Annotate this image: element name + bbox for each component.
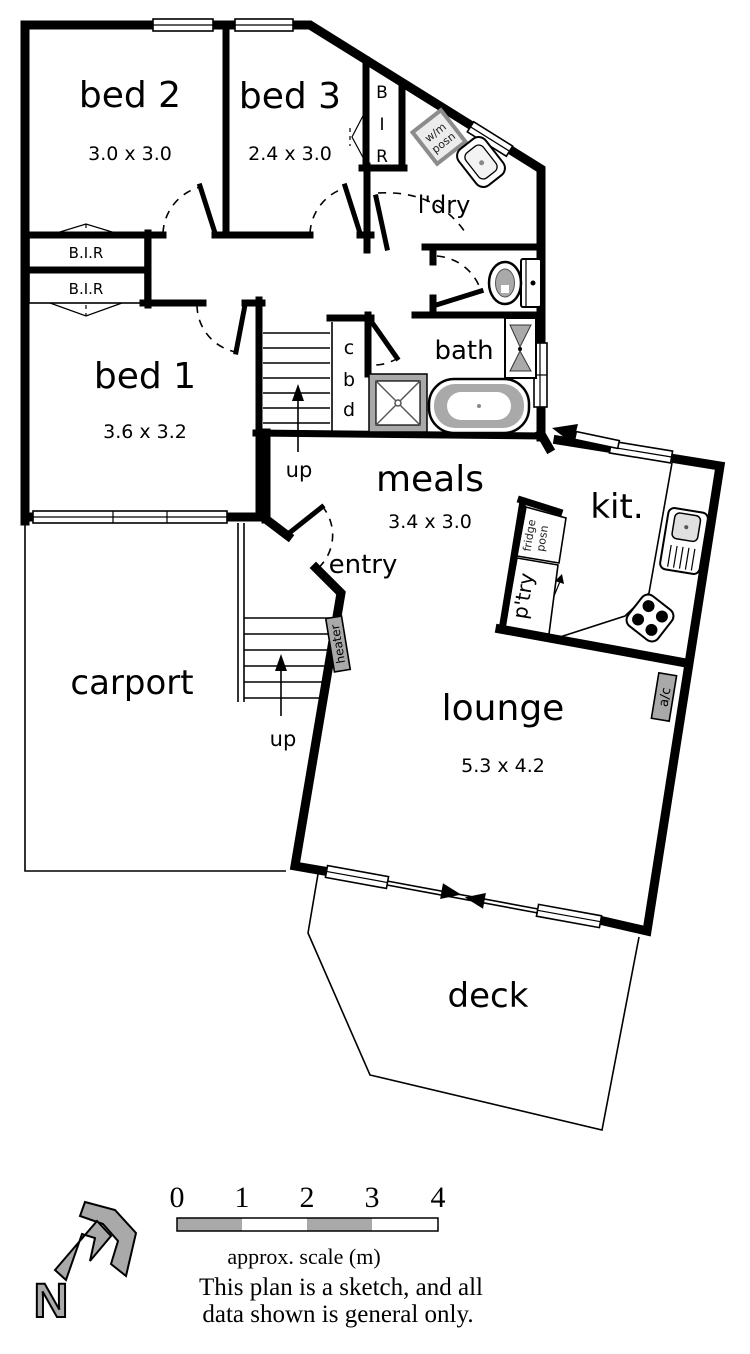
heater: heater (324, 615, 352, 673)
stairs-external (237, 523, 334, 716)
meals-dims: 3.4 x 3.0 (388, 511, 472, 533)
cbd-letter-c: c (344, 337, 354, 359)
bed2-label: bed 2 (79, 75, 181, 116)
bir1-label: B.I.R (69, 244, 104, 262)
disclaimer-line2: data shown is general only. (202, 1301, 473, 1328)
fridge-position: fridge posn (516, 505, 567, 564)
scale-tick-0: 0 (170, 1181, 185, 1214)
scale-tick-2: 2 (300, 1181, 315, 1214)
deck-outline (307, 873, 640, 1131)
lounge-dims: 5.3 x 4.2 (461, 755, 545, 777)
entry-label: entry (329, 550, 398, 580)
sliding-door-arrows (440, 883, 486, 909)
fridge-label-line1: fridge (521, 518, 539, 552)
kitchen-walkway-arrow (553, 574, 564, 597)
shower (368, 373, 428, 433)
bath-label: bath (434, 336, 493, 366)
washing-machine: w/m posn (409, 107, 469, 167)
laundry-label: l'dry (418, 191, 471, 219)
meals-label: meals (376, 459, 484, 500)
scale-tick-1: 1 (235, 1181, 250, 1214)
disclaimer-line1: This plan is a sketch, and all (199, 1274, 483, 1301)
entry-arrow (552, 424, 621, 450)
vanity-basin (504, 317, 537, 379)
scale-bar: 0 1 2 3 4 approx. scale (m) (170, 1181, 446, 1269)
bed3-dims: 2.4 x 3.0 (248, 143, 332, 165)
closet-labels: B.I.R B.I.R B I R c b d (69, 83, 388, 421)
bir2-label: B.I.R (69, 280, 104, 298)
carport-outline (24, 521, 286, 872)
cbd-letter-d: d (343, 399, 355, 421)
north-letter: N (34, 1275, 69, 1328)
scale-caption: approx. scale (m) (227, 1244, 380, 1269)
room-labels: bed 2 3.0 x 3.0 bed 3 2.4 x 3.0 bed 1 3.… (70, 75, 643, 1016)
disclaimer: This plan is a sketch, and all data show… (199, 1274, 483, 1328)
bed1-dims: 3.6 x 3.2 (103, 421, 187, 443)
bed1-label: bed 1 (94, 356, 196, 397)
laundry-trough (456, 136, 506, 188)
deck-label: deck (448, 976, 529, 1016)
window-bed1 (32, 510, 228, 524)
bed3-label: bed 3 (239, 76, 341, 117)
scale-tick-3: 3 (365, 1181, 380, 1214)
bed2-dims: 3.0 x 3.0 (88, 143, 172, 165)
heater-label: heater (328, 623, 348, 664)
interior-walls (21, 21, 692, 669)
cbd-letter-b: b (343, 369, 355, 391)
ac-label: a/c (657, 686, 675, 708)
up-external-label: up (270, 727, 297, 751)
bir3-letter-i: I (379, 115, 384, 135)
closets (28, 109, 367, 433)
sliding-door-track (386, 880, 539, 914)
up-internal-label: up (286, 458, 313, 482)
scale-tick-4: 4 (431, 1181, 446, 1214)
ac-unit: a/c (650, 671, 678, 723)
bathtub (427, 377, 531, 435)
kitchen-sink (659, 507, 709, 575)
window-lounge-east (535, 903, 603, 929)
window-bed3 (234, 18, 294, 32)
stairs-internal (263, 332, 330, 452)
toilet (487, 258, 542, 308)
bir3-letter-r: R (376, 147, 388, 167)
bir3-letter-b: B (376, 83, 388, 103)
doors (162, 182, 485, 571)
north-arrow: N (33, 1200, 138, 1329)
carport-label: carport (70, 663, 193, 703)
window-lounge-west (324, 864, 390, 890)
fridge-label-line2: posn (534, 524, 551, 552)
lounge-label: lounge (442, 688, 565, 729)
window-bed2 (152, 18, 214, 32)
kitchen-label: kit. (590, 487, 643, 527)
windows (32, 18, 674, 929)
stove (625, 593, 675, 643)
